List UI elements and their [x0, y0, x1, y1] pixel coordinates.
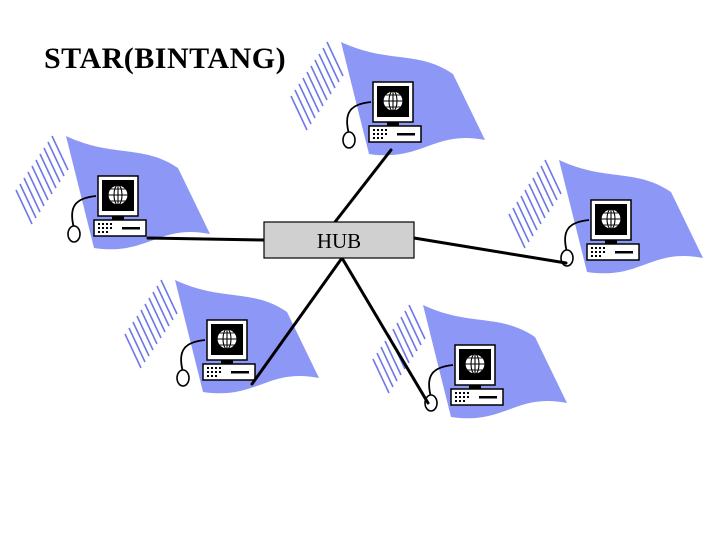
link-bottom-left [250, 256, 344, 386]
link-right [412, 236, 568, 265]
link-left [146, 236, 266, 242]
network-links [146, 148, 568, 405]
slide-title: STAR(BINTANG) [44, 42, 287, 75]
flag-stripes [372, 304, 426, 394]
flag-stripes [290, 41, 344, 131]
flag-stripes [508, 159, 562, 249]
computer-left [15, 135, 210, 250]
link-top [333, 148, 393, 224]
computer-bottom-left [124, 279, 319, 394]
flag-stripes [124, 279, 178, 369]
computer-top [290, 41, 485, 156]
link-bottom-right [340, 256, 430, 405]
hub-label: HUB [317, 229, 361, 253]
flag-stripes [15, 135, 69, 225]
hub: HUB [263, 221, 415, 259]
computer-right [508, 159, 703, 274]
hub-box [263, 221, 415, 259]
